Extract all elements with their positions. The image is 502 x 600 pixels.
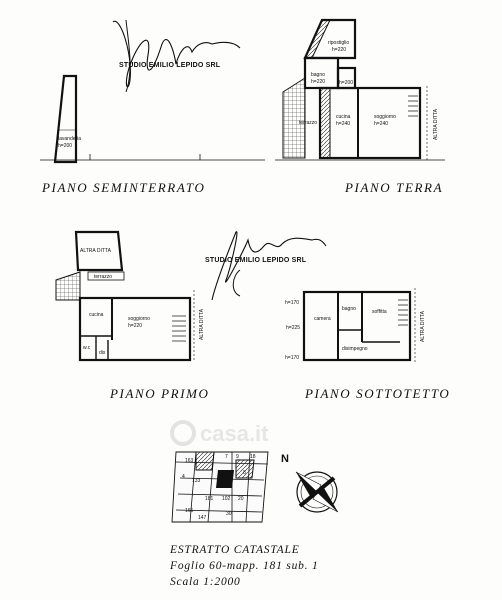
soggiorno-terra-label: soggiorno [374, 114, 396, 120]
cadastral-map: 163 18 9 4 133 181 102 165 147 20 30 7 8 [171, 451, 269, 523]
ripostiglio-label: ripostiglio [328, 40, 349, 46]
soggiorno-primo-height: h=220 [128, 323, 142, 329]
cucina-terra-height: h=240 [336, 121, 350, 127]
altra-ditta-sottotetto: ALTRA DITTA [420, 310, 426, 342]
parcel-20: 20 [238, 496, 244, 502]
title-piano-seminterrato: PIANO SEMINTERRATO [41, 180, 206, 195]
h-bot-sottotetto: h=170 [285, 355, 299, 361]
cadastral-foglio: Foglio 60-mapp. 181 sub. 1 [169, 560, 319, 572]
parcel-18: 18 [250, 454, 256, 460]
altra-ditta-primo-side: ALTRA DITTA [199, 308, 205, 340]
parcel-8: 8 [243, 470, 246, 476]
parcel-4: 4 [182, 474, 185, 480]
watermark-logo: casa.it [170, 420, 269, 446]
parcel-163: 163 [185, 458, 194, 464]
cadastral-scale: Scala 1:2000 [170, 576, 241, 588]
soggiorno-primo-label: soggiorno [128, 316, 150, 322]
camera-label: camera [314, 316, 331, 322]
plan-sottotetto: h=170 h=225 h=170 camera bagno soffitta … [285, 288, 426, 362]
cucina-primo-label: cucina [89, 312, 104, 318]
bagno-sottotetto-label: bagno [342, 306, 356, 312]
parcel-30: 30 [226, 511, 232, 517]
terrazzo-terra-label: terrazzo [299, 120, 317, 126]
lavanderia-height: h=200 [58, 143, 72, 149]
compass-icon: N [281, 453, 339, 513]
cadastral-title: ESTRATTO CATASTALE [169, 544, 300, 556]
parcel-181: 181 [205, 496, 214, 502]
lavanderia-label: lavanderia [58, 136, 81, 142]
parcel-9: 9 [236, 454, 239, 460]
plan-seminterrato: lavanderia h=200 [40, 74, 265, 164]
altra-ditta-primo-top: ALTRA DITTA [80, 248, 112, 254]
terrazzo-primo-label: terrazzo [94, 274, 112, 280]
ripostiglio-height: h=220 [332, 47, 346, 53]
cucina-terra-label: cucina [336, 114, 351, 120]
signature-top [112, 19, 241, 93]
bagno-height: h=220 [311, 79, 325, 85]
parcel-102: 102 [222, 496, 231, 502]
parcel-7: 7 [225, 454, 228, 460]
title-piano-sottotetto: PIANO SOTTOTETTO [304, 386, 450, 401]
altra-ditta-terra: ALTRA DITTA [433, 108, 439, 140]
wc-height: h=200 [339, 80, 353, 86]
h-top-sottotetto: h=170 [285, 300, 299, 306]
disimpegno-label: disimpegno [342, 346, 368, 352]
h-mid-sottotetto: h=225 [286, 325, 300, 331]
bagno-label: bagno [311, 72, 325, 78]
parcel-147: 147 [198, 515, 207, 521]
signature-middle [211, 231, 327, 301]
plan-primo: ALTRA DITTA terrazzo cucina soggiorno h=… [55, 230, 205, 362]
studio-stamp-top: STUDIO EMILIO LEPIDO SRL [119, 62, 221, 69]
title-piano-terra: PIANO TERRA [344, 180, 443, 195]
soggiorno-terra-height: h=240 [374, 121, 388, 127]
studio-stamp-middle: STUDIO EMILIO LEPIDO SRL [205, 257, 307, 264]
dis-primo-label: dis [99, 350, 106, 356]
plan-terra: ripostiglio h=220 bagno h=220 h=200 cuci… [275, 18, 445, 161]
compass-north-label: N [281, 453, 289, 465]
watermark-text: casa.it [200, 421, 269, 446]
wc-primo-label: w.c [83, 345, 91, 351]
parcel-165: 165 [185, 508, 194, 514]
soffitta-label: soffitta [372, 309, 387, 315]
title-piano-primo: PIANO PRIMO [109, 386, 210, 401]
parcel-133: 133 [192, 478, 201, 484]
